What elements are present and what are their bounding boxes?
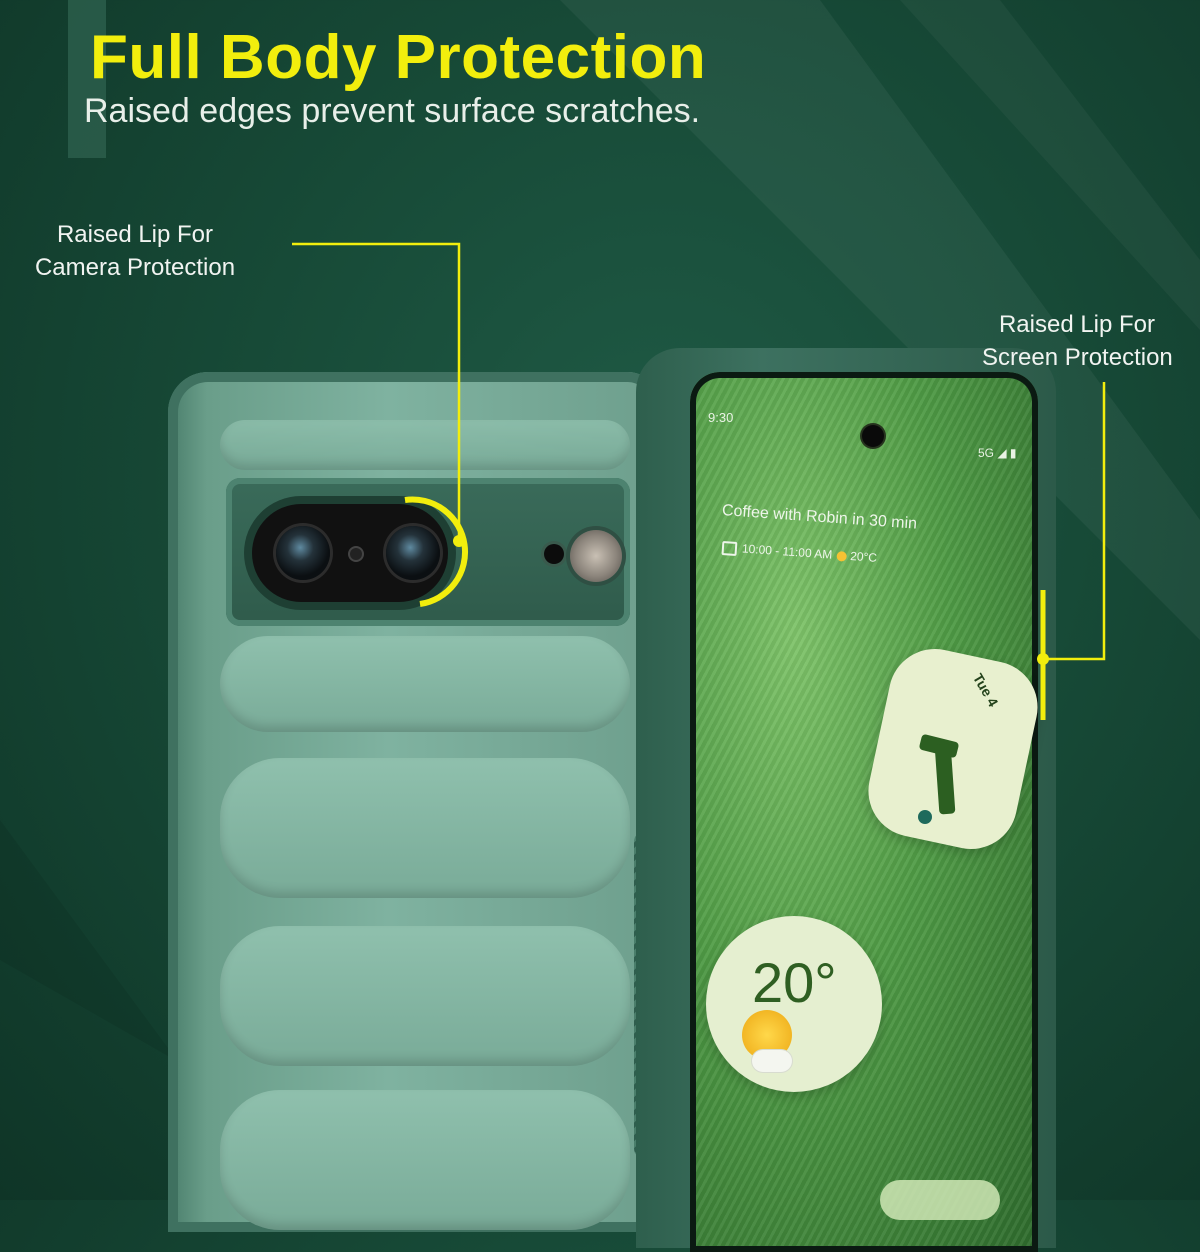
front-camera-icon: [862, 425, 884, 447]
headline: Full Body Protection: [90, 23, 707, 92]
camera-lens-icon: [276, 526, 330, 580]
screen-protection-callout: Raised Lip For Screen Protection: [982, 308, 1173, 374]
dock-widget: [880, 1180, 1000, 1220]
callout-line-2: Screen Protection: [982, 344, 1173, 371]
sun-icon: [835, 550, 847, 562]
callout-line-1: Raised Lip For: [56, 221, 214, 248]
microphone-hole: [544, 544, 564, 564]
status-network: 5G ◢ ▮: [978, 446, 1017, 460]
case-cushion-pad: [220, 758, 630, 898]
weather-widget: [706, 916, 882, 1092]
calendar-icon: [721, 540, 738, 556]
weather-temperature: 20°: [752, 951, 837, 1014]
flash-icon: [570, 530, 622, 582]
case-cushion-pad: [220, 926, 630, 1066]
clock-center-dot: [918, 810, 932, 824]
sensor-dot: [350, 548, 362, 560]
cloud-icon: [752, 1050, 792, 1072]
header-accent-bar: [68, 0, 106, 158]
callout-line-2: Camera Protection: [34, 254, 236, 281]
event-weather: 20°C: [849, 548, 878, 565]
callout-line-1: Raised Lip For: [998, 311, 1156, 338]
case-cushion-pad: [220, 636, 630, 732]
subheadline: Raised edges prevent surface scratches.: [84, 92, 701, 130]
case-cushion-pad: [220, 420, 630, 470]
status-time: 9:30: [708, 410, 734, 425]
camera-lens-icon: [386, 526, 440, 580]
camera-protection-callout: Raised Lip For Camera Protection: [30, 218, 240, 284]
case-cushion-pad: [220, 1090, 630, 1230]
